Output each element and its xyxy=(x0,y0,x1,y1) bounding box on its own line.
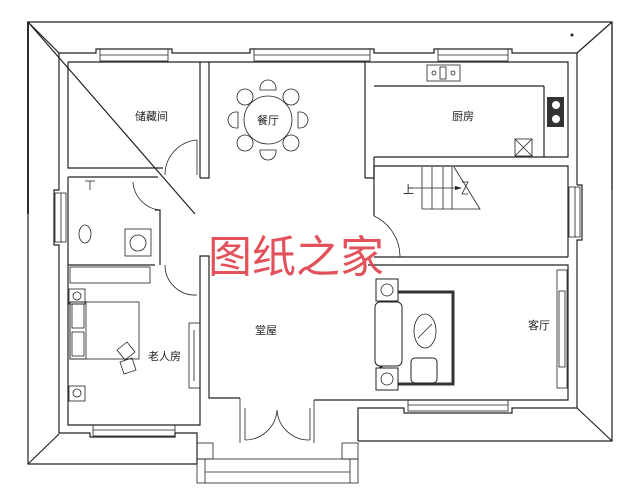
roof-outline xyxy=(26,21,613,215)
stairs xyxy=(410,166,481,210)
marker-dot xyxy=(570,33,574,37)
room-label-dining: 餐厅 xyxy=(257,113,279,127)
dining-table xyxy=(227,79,309,161)
doors xyxy=(132,139,401,441)
kitchen-fixtures xyxy=(374,64,564,157)
roof-edges xyxy=(27,22,613,465)
room-label-hall: 堂屋 xyxy=(255,324,277,337)
bed xyxy=(68,288,140,402)
room-label-storage: 储藏间 xyxy=(135,109,168,123)
watermark: 图纸之家 xyxy=(208,232,384,283)
room-label-living: 客厅 xyxy=(528,318,550,332)
sofa-set xyxy=(374,278,455,391)
room-labels: 储藏间 餐厅 厨房 堂屋 老人房 客厅 上 xyxy=(135,109,550,363)
windows xyxy=(54,48,581,437)
room-label-elder-room: 老人房 xyxy=(148,350,181,363)
entrance-steps xyxy=(196,398,359,484)
stair-up-label: 上 xyxy=(403,183,414,196)
bathroom-fixtures xyxy=(69,180,152,284)
room-label-kitchen: 厨房 xyxy=(452,110,474,123)
